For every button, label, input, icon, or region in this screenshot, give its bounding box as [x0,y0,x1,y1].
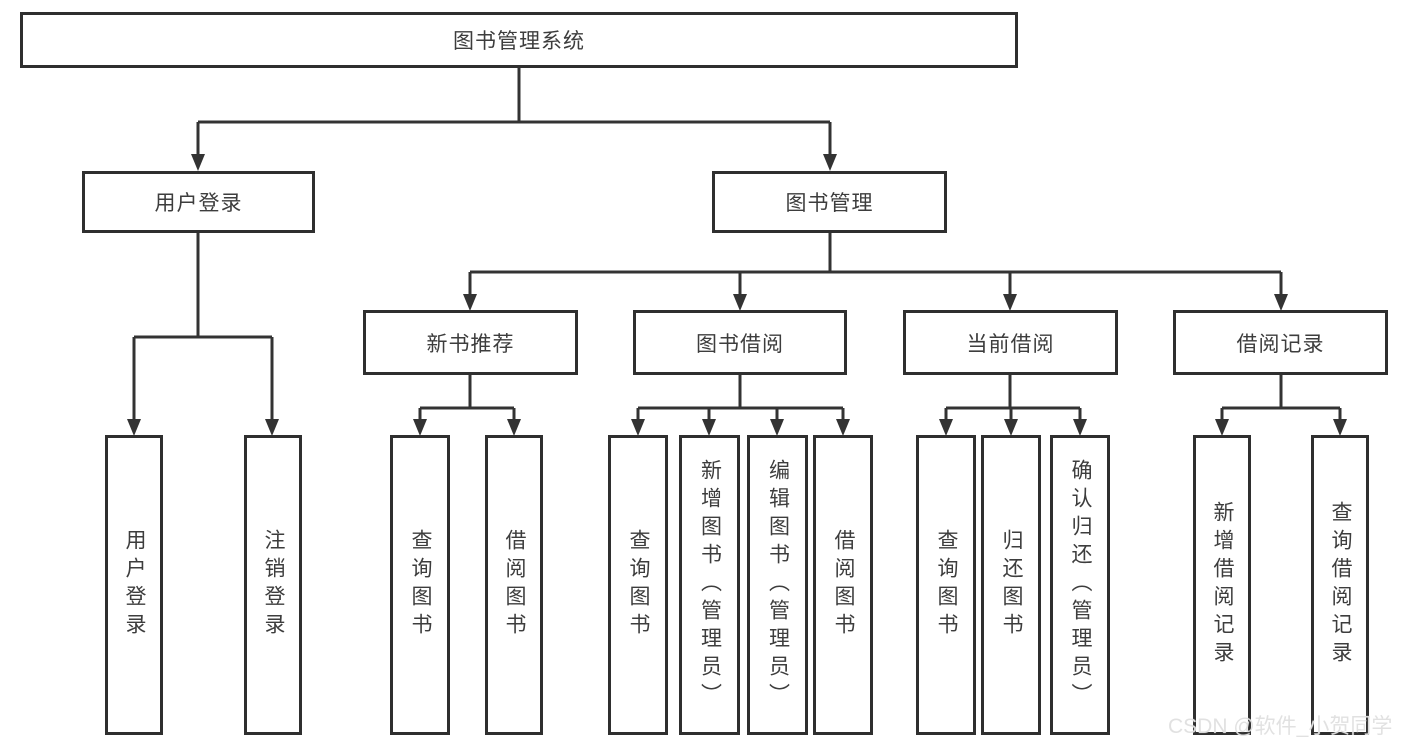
node-label: 查询借阅记录 [1329,501,1352,669]
node-label: 借阅图书 [503,529,526,641]
node-label: 图书管理 [785,192,874,215]
node-new-book-recommend: 新书推荐 [363,310,578,375]
node-label: 编辑图书（管理员） [766,459,790,711]
node-label: 用户登录 [123,529,146,641]
leaf-return-books: 归还图书 [981,435,1041,735]
node-label: 借阅图书 [832,529,855,641]
node-label: 查询图书 [627,529,650,641]
node-label: 查询图书 [409,529,432,641]
watermark: CSDN @软件_小贺同学 [1168,715,1393,738]
node-borrow-records: 借阅记录 [1173,310,1388,375]
leaf-add-book-admin: 新增图书（管理员） [679,435,740,735]
leaf-query-books-current: 查询图书 [916,435,976,735]
node-label: 当前借阅 [966,332,1055,356]
leaf-borrow-books: 借阅图书 [813,435,873,735]
node-label: 借阅记录 [1236,332,1325,356]
leaf-query-borrow-record: 查询借阅记录 [1311,435,1369,735]
node-book-management: 图书管理 [712,171,947,233]
node-label: 图书借阅 [696,332,784,356]
leaf-query-books-borrow: 查询图书 [608,435,668,735]
node-label: 注销登录 [262,529,285,641]
node-label: 确认归还（管理员） [1069,459,1092,711]
leaf-query-books-recommend: 查询图书 [390,435,450,735]
leaf-add-borrow-record: 新增借阅记录 [1193,435,1251,735]
node-label: 用户登录 [154,192,243,215]
node-label: 图书管理系统 [453,30,585,53]
node-label: 归还图书 [1000,529,1023,641]
node-label: 新增借阅记录 [1211,501,1234,669]
node-label: 新书推荐 [426,332,515,356]
leaf-confirm-return-admin: 确认归还（管理员） [1050,435,1110,735]
leaf-borrow-books-recommend: 借阅图书 [485,435,543,735]
leaf-user-login: 用户登录 [105,435,163,735]
node-current-borrow: 当前借阅 [903,310,1118,375]
node-root: 图书管理系统 [20,12,1018,68]
leaf-logout: 注销登录 [244,435,302,735]
node-user-login: 用户登录 [82,171,315,233]
leaf-edit-book-admin: 编辑图书（管理员） [747,435,808,735]
node-label: 新增图书（管理员） [698,459,722,711]
node-book-borrow: 图书借阅 [633,310,847,375]
node-label: 查询图书 [935,529,958,641]
